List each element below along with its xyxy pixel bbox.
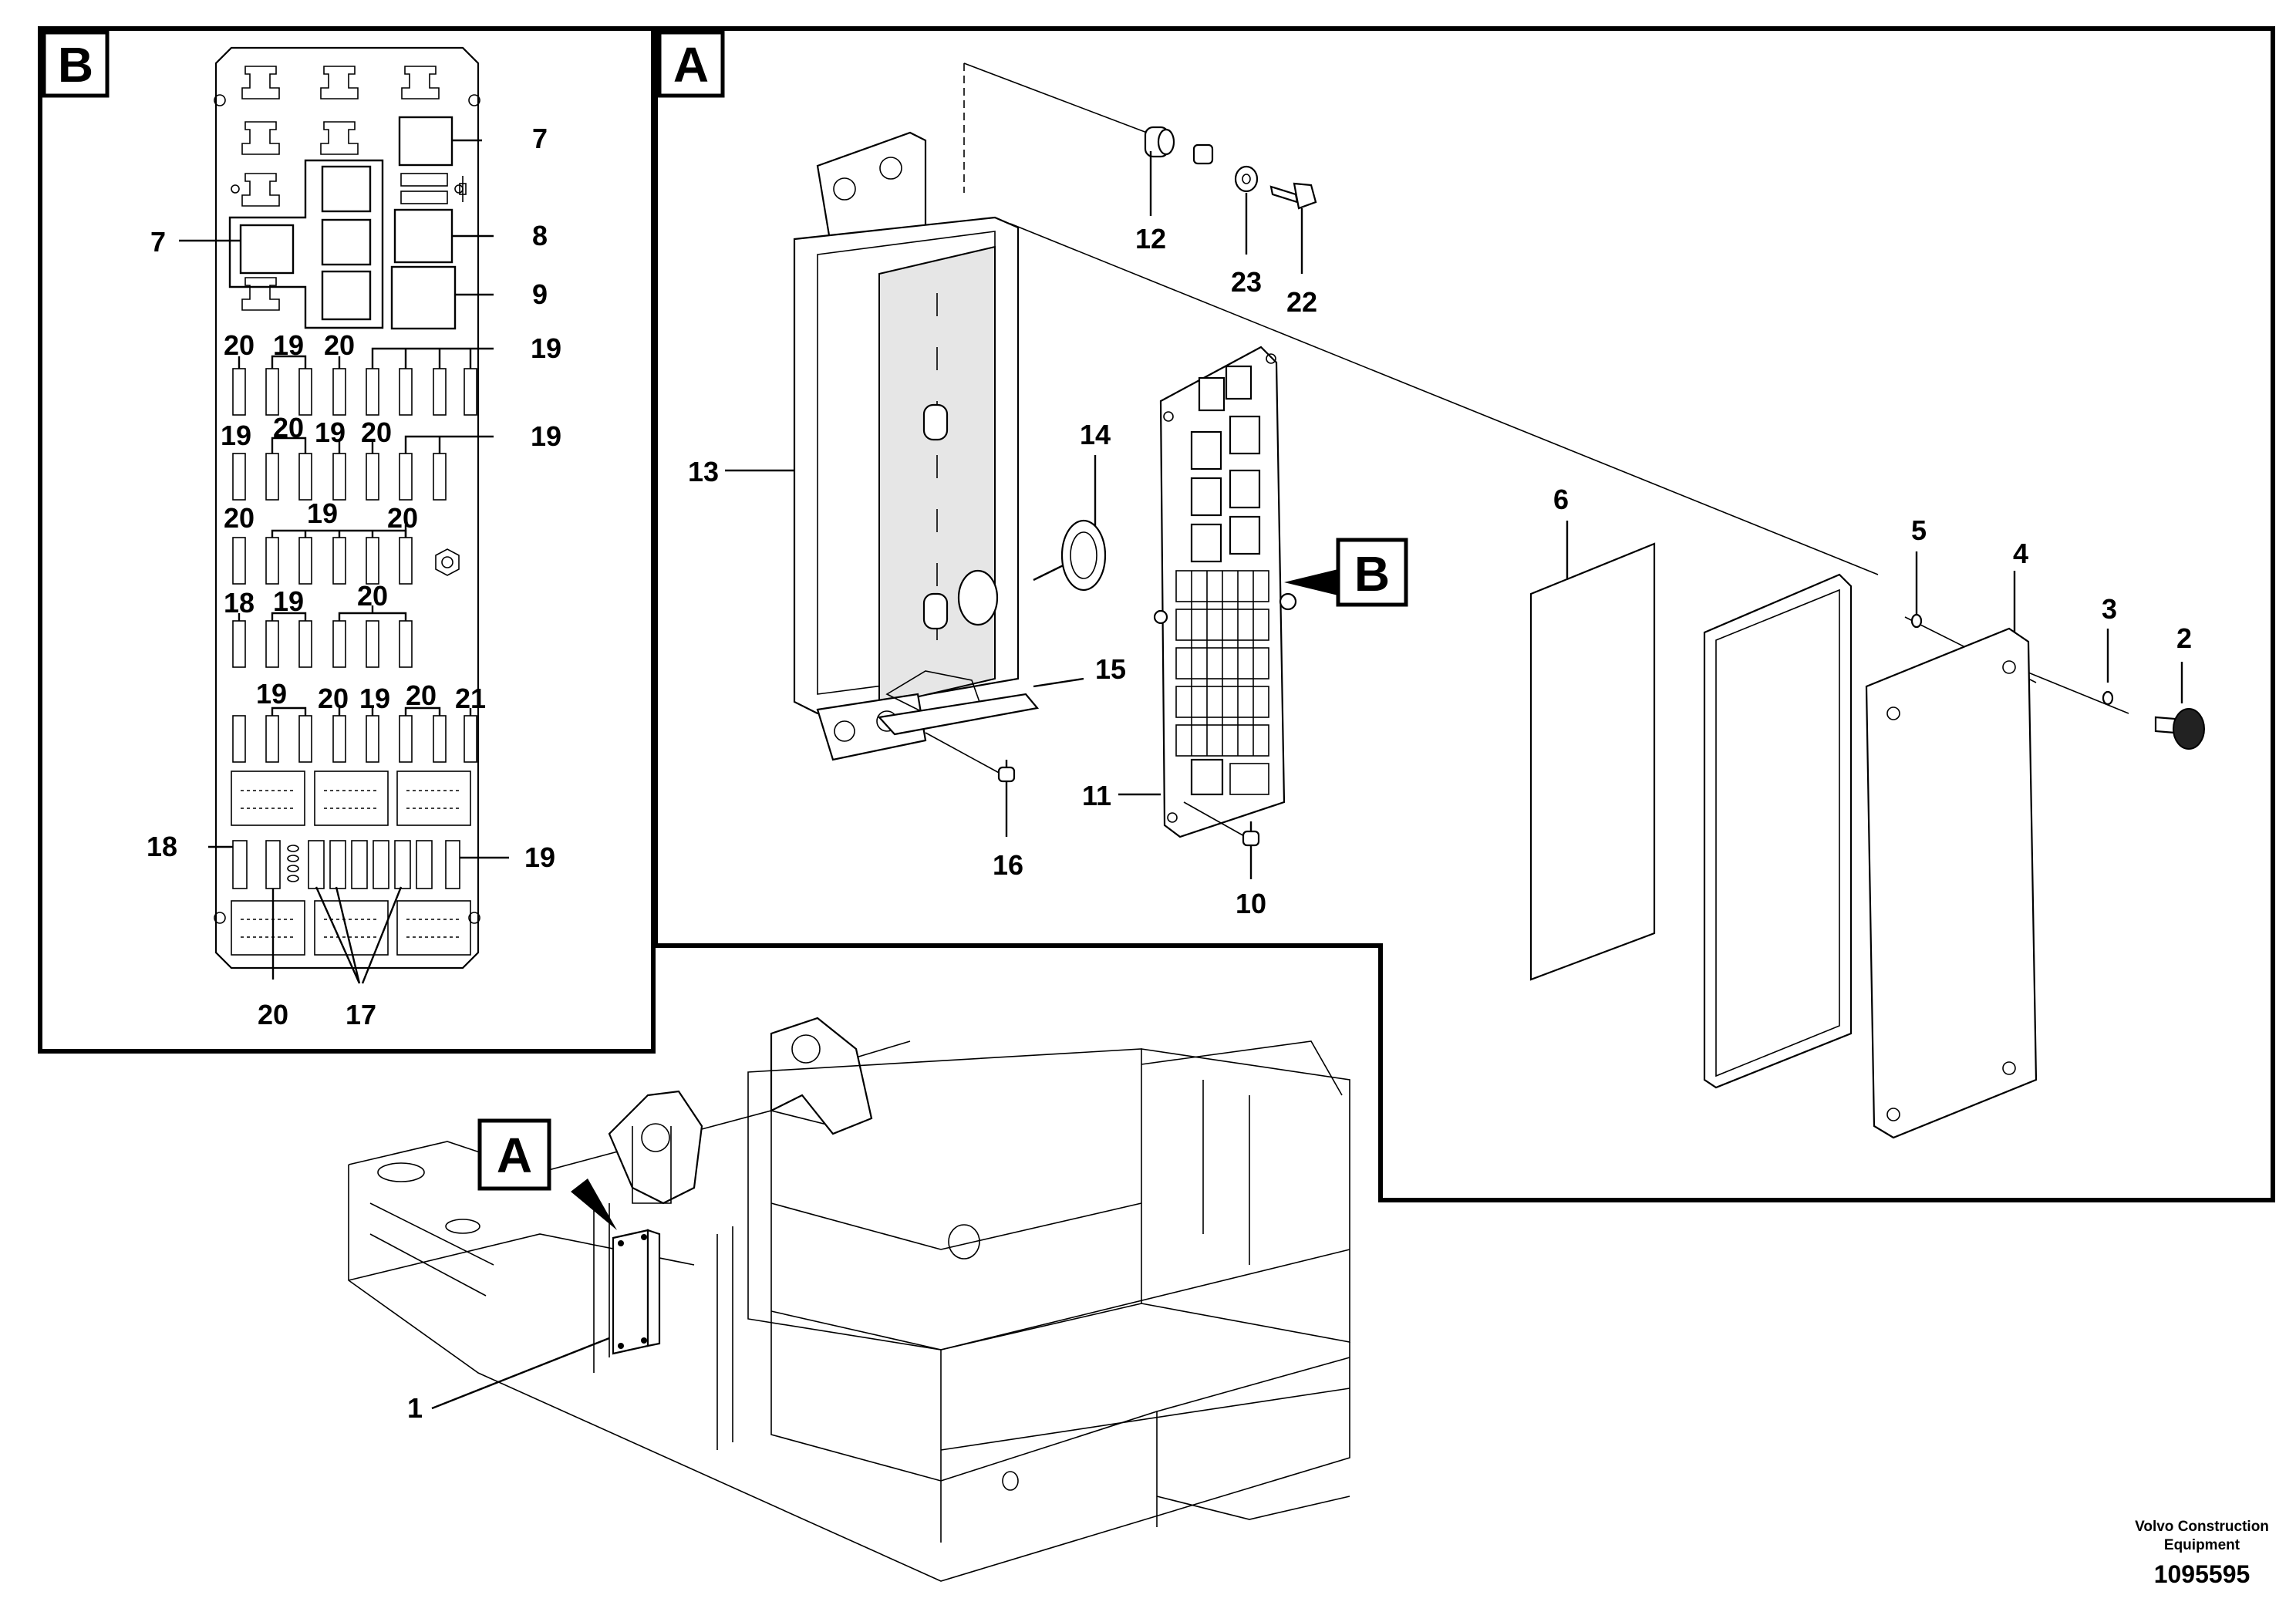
overview-tag-a: A xyxy=(497,1128,532,1183)
relay-socket xyxy=(241,173,280,207)
screw-16 xyxy=(925,732,1016,783)
pointer-b: B xyxy=(1284,538,1408,607)
callout-10: 10 xyxy=(1236,888,1266,919)
spacer xyxy=(1192,143,1214,165)
callout-20: 20 xyxy=(258,999,288,1030)
callout-19: 19 xyxy=(315,416,346,448)
oring-3 xyxy=(2102,690,2114,706)
relay-9 xyxy=(390,265,457,330)
callout-20: 20 xyxy=(387,502,418,534)
grommet-14 xyxy=(1060,519,1107,592)
callout-2: 2 xyxy=(2176,622,2192,654)
callout-20: 20 xyxy=(406,679,437,711)
callout-16: 16 xyxy=(993,849,1023,881)
callout-23: 23 xyxy=(1231,266,1262,298)
callout-19: 19 xyxy=(307,497,338,529)
relay-socket xyxy=(401,66,440,99)
callout-1: 1 xyxy=(407,1392,423,1424)
bushing-12 xyxy=(1144,126,1175,158)
overview-tag: A xyxy=(477,1118,617,1230)
callout-20: 20 xyxy=(224,329,255,361)
machine-overview: 1 A xyxy=(348,1017,1350,1582)
callout-19: 19 xyxy=(531,332,561,364)
gasket xyxy=(1703,573,1853,1089)
callout-19: 19 xyxy=(273,585,304,617)
callout-11: 11 xyxy=(1082,780,1111,811)
connector-blocks-upper xyxy=(231,771,471,826)
control-box-1 xyxy=(612,1229,661,1355)
enclosure-housing xyxy=(793,131,1020,761)
callout-3: 3 xyxy=(2102,593,2117,625)
detail-b-frame: B xyxy=(38,26,656,1054)
relay-socket xyxy=(241,121,280,155)
callout-18: 18 xyxy=(224,587,255,619)
relay-socket xyxy=(320,121,359,155)
callout-9: 9 xyxy=(532,278,548,310)
relay-socket xyxy=(320,66,359,99)
callout-21: 21 xyxy=(455,683,486,714)
callout-17: 17 xyxy=(346,999,376,1030)
pointer-b-tag: B xyxy=(1354,546,1390,602)
callout-7-left: 7 xyxy=(150,226,166,258)
callout-20: 20 xyxy=(224,502,255,534)
seal-5 xyxy=(1910,613,1923,629)
screw-10 xyxy=(1183,801,1260,847)
callout-20: 20 xyxy=(273,412,304,443)
brand-line-2: Equipment xyxy=(2164,1537,2240,1553)
relay-board-11 xyxy=(1153,346,1297,838)
detail-b-leaders xyxy=(179,139,509,984)
callout-5: 5 xyxy=(1911,514,1927,546)
fuse-relay-board: 7 7 8 9 20 19 20 19 19 20 19 20 19 20 19… xyxy=(147,46,561,1030)
label-sheet-6 xyxy=(1529,542,1656,981)
callout-20: 20 xyxy=(318,683,349,714)
callout-14: 14 xyxy=(1080,419,1111,450)
callout-20: 20 xyxy=(361,416,392,448)
relay-group-outline xyxy=(228,159,384,329)
callout-8: 8 xyxy=(532,220,548,251)
callout-19: 19 xyxy=(531,420,561,452)
callout-15: 15 xyxy=(1095,653,1126,685)
callout-20: 20 xyxy=(324,329,355,361)
callout-19: 19 xyxy=(359,683,390,714)
detail-a-leaders xyxy=(725,151,2183,879)
bolt-22 xyxy=(1269,182,1317,210)
connector-blocks-lower xyxy=(231,900,471,956)
callout-19: 19 xyxy=(273,329,304,361)
callout-6: 6 xyxy=(1553,484,1569,515)
callout-12: 12 xyxy=(1135,223,1166,255)
brand-line-1: Volvo Construction xyxy=(2135,1519,2269,1535)
relay-7-left xyxy=(239,224,295,275)
drawing-number: 1095595 xyxy=(2154,1560,2250,1588)
bracket-15 xyxy=(877,693,1040,736)
callout-22: 22 xyxy=(1286,286,1317,318)
callout-13: 13 xyxy=(688,456,719,487)
callout-7-top: 7 xyxy=(532,123,548,154)
knob-2 xyxy=(2154,708,2205,750)
callout-4: 4 xyxy=(2013,538,2028,569)
callout-19: 19 xyxy=(221,420,251,451)
detail-b-tag: B xyxy=(58,37,93,93)
callout-19: 19 xyxy=(524,841,555,873)
cover-4 xyxy=(1865,627,2038,1139)
callout-18: 18 xyxy=(147,831,177,862)
nut xyxy=(435,548,460,576)
detail-a-content: B 12 23 22 13 14 15 xyxy=(688,62,2205,1139)
callout-19: 19 xyxy=(256,678,287,710)
callout-20: 20 xyxy=(357,580,388,612)
relay-socket xyxy=(241,277,280,311)
title-block: Volvo Construction Equipment 1095595 xyxy=(2135,1519,2269,1588)
washer-23 xyxy=(1234,165,1259,193)
relay-socket xyxy=(241,66,280,99)
detail-a-tag: A xyxy=(673,37,709,93)
